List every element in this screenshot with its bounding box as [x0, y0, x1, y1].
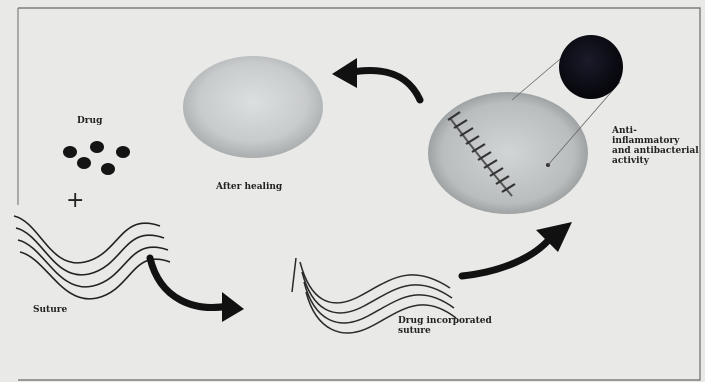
- curved-arrow-icon: [332, 58, 420, 100]
- plus-sign: +: [66, 190, 84, 212]
- after-healing-label: After healing: [216, 182, 282, 192]
- activity-label: Anti- inflammatory and antibacterial act…: [612, 126, 699, 166]
- sutured-wound-icon: [428, 92, 588, 214]
- drug-dots-icon: [63, 141, 130, 175]
- drug-incorporated-suture-label: Drug incorporated suture: [398, 316, 492, 336]
- suture-label: Suture: [33, 305, 67, 315]
- drug-label: Drug: [77, 116, 102, 126]
- curved-arrow-icon: [462, 222, 572, 276]
- curved-arrow-icon: [150, 258, 244, 322]
- healed-skin-icon: [183, 56, 323, 158]
